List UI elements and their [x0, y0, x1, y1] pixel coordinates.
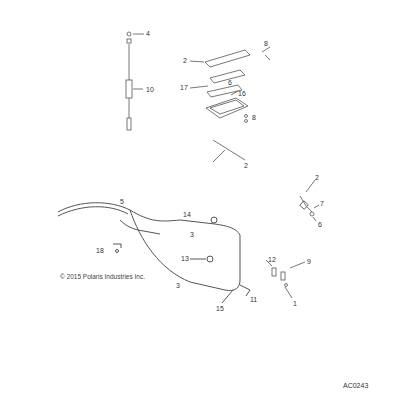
callout-number: 2: [183, 57, 187, 65]
cable-harness: [58, 203, 250, 303]
callout-number: 15: [216, 305, 224, 313]
callout-number: 6: [318, 221, 322, 229]
callout-number: 16: [238, 90, 246, 98]
drawing-number: AC0243: [343, 382, 368, 390]
clamp-parts: [266, 180, 319, 298]
callout-number: 9: [307, 258, 311, 266]
callout-number: 13: [181, 255, 189, 263]
callout-number: 5: [120, 198, 124, 206]
strap-assembly: [126, 32, 144, 130]
callout-number: 8: [252, 114, 256, 122]
callout-number: 7: [320, 200, 324, 208]
callout-number: 6: [228, 79, 232, 87]
pad-parts: [190, 47, 270, 162]
callout-number: 1: [293, 300, 297, 308]
callout-number: 10: [146, 86, 154, 94]
copyright-note: © 2015 Polaris Industries Inc.: [60, 273, 145, 281]
callout-number: 8: [264, 40, 268, 48]
callout-number: 18: [96, 247, 104, 255]
callout-number: 2: [244, 162, 248, 170]
callout-number: 14: [183, 211, 191, 219]
callout-number: 3: [176, 282, 180, 290]
callout-number: 4: [146, 30, 150, 38]
callout-number: 3: [190, 231, 194, 239]
callout-number: 11: [250, 296, 257, 304]
callout-number: 17: [180, 84, 188, 92]
callout-number: 2: [315, 174, 319, 182]
callout-number: 12: [268, 256, 276, 264]
